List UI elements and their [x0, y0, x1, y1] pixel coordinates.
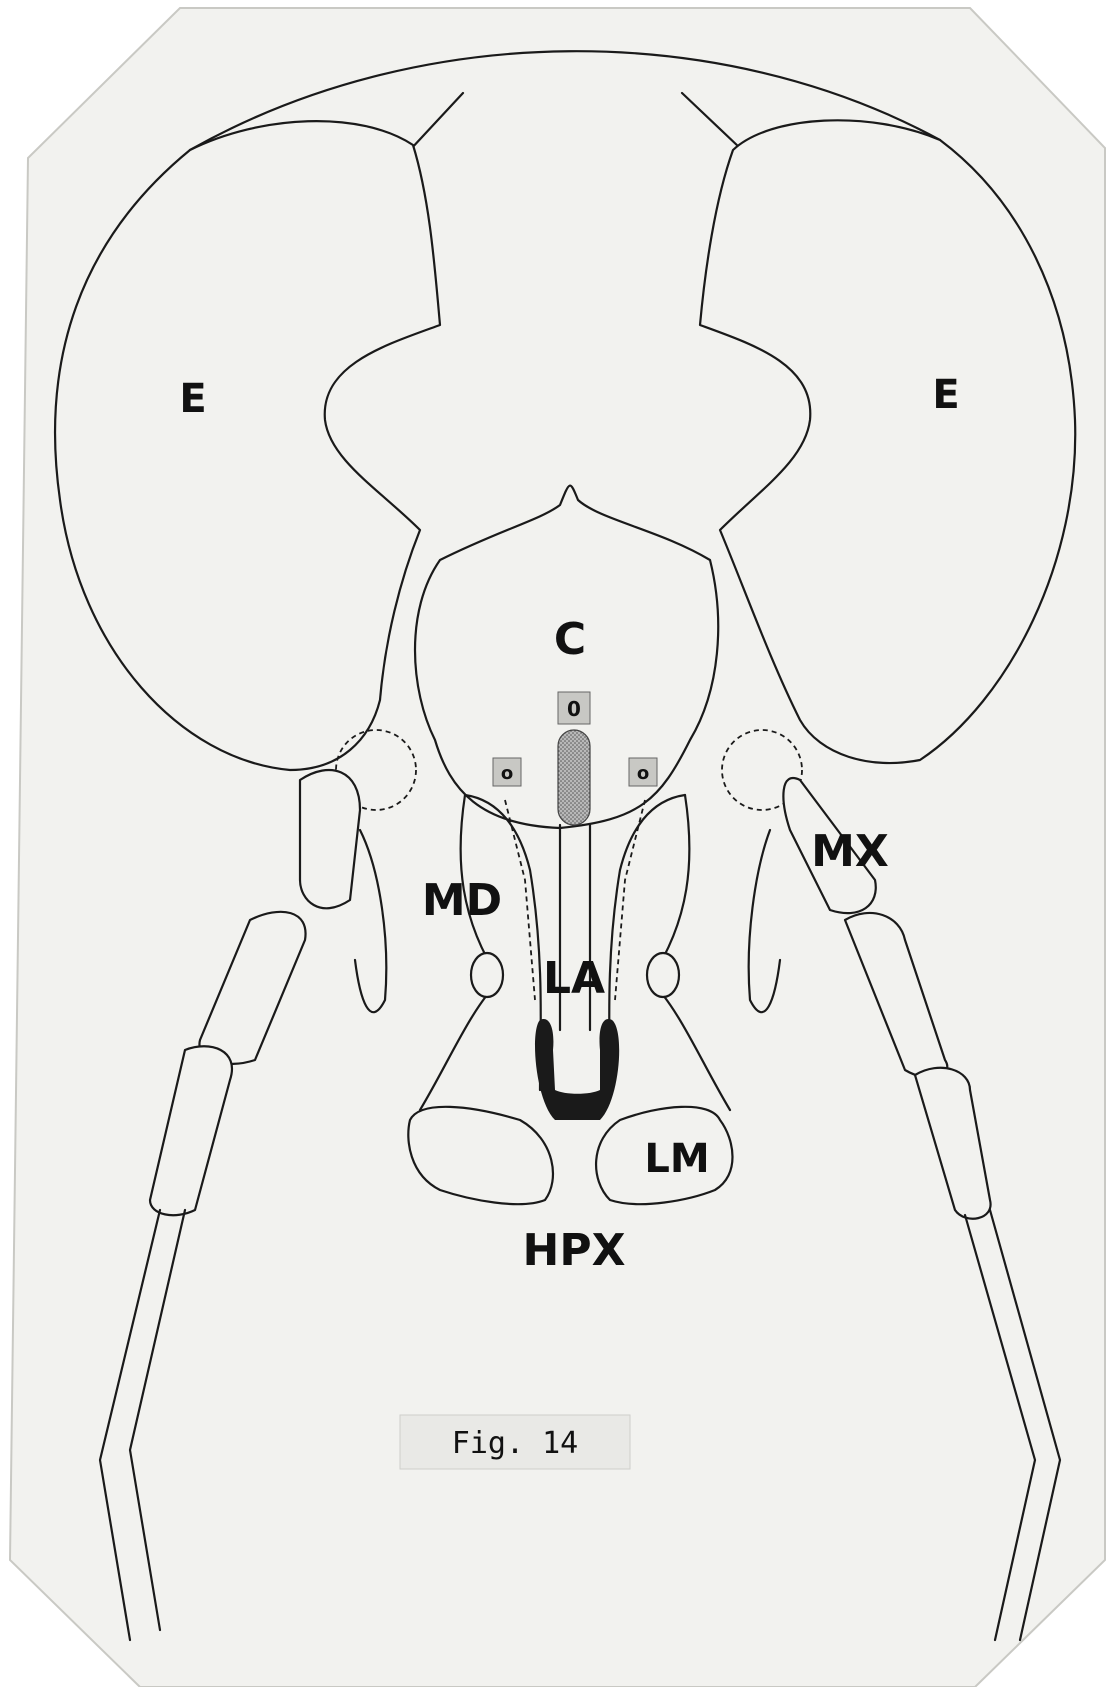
ocellus-median: 0 — [558, 692, 590, 724]
figure-caption: Fig. 14 — [400, 1415, 630, 1469]
ocellus-right-label: o — [637, 763, 649, 784]
ocellus-left-label: o — [501, 763, 513, 784]
label-md: MD — [422, 875, 502, 926]
ocellus-left: o — [493, 758, 521, 786]
mandible-opening-right — [647, 953, 679, 997]
label-e-right: E — [932, 372, 959, 418]
label-hpx: HPX — [523, 1225, 626, 1276]
label-mx: MX — [811, 826, 889, 877]
ocellus-median-label: 0 — [567, 697, 581, 721]
label-e-left: E — [179, 376, 206, 422]
label-c: C — [554, 614, 586, 665]
labium-stalk — [558, 730, 590, 825]
caption-text: Fig. 14 — [452, 1426, 578, 1461]
mandible-opening-left — [471, 953, 503, 997]
label-la: LA — [543, 953, 605, 1004]
label-lm: LM — [644, 1136, 709, 1182]
ocellus-right: o — [629, 758, 657, 786]
